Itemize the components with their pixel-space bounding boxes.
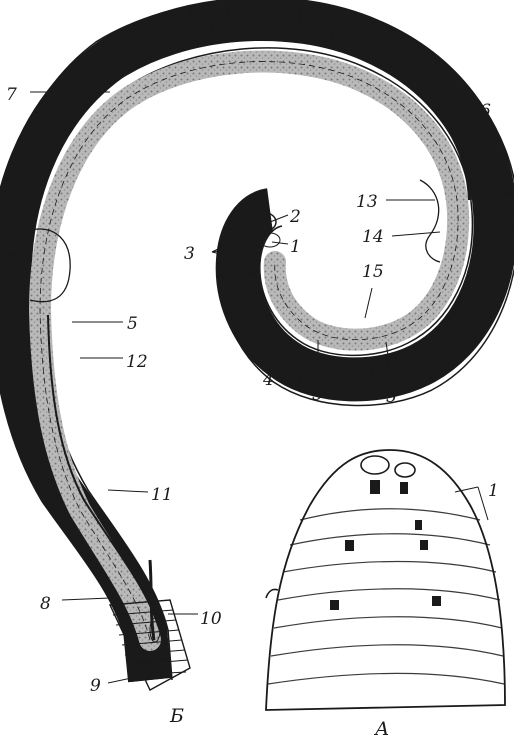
label-13: 13	[356, 192, 378, 212]
label-5-mid: 5	[312, 385, 323, 405]
figure-labels: 7 6 3 13 14 15 2 1 3 4 5 5 5 12 11 8 10 …	[6, 27, 499, 740]
dorsal-vessel	[149, 32, 472, 201]
ventral-nerve-cord	[47, 314, 159, 626]
head-closeup-bristle	[265, 588, 279, 599]
label-5-left: 5	[127, 314, 138, 334]
label-2: 2	[289, 207, 301, 227]
label-11: 11	[151, 485, 173, 505]
label-9: 9	[90, 676, 101, 696]
label-1-panel-a: 1	[488, 481, 499, 501]
label-6: 6	[480, 101, 491, 121]
head-closeup-panel-a	[265, 449, 506, 711]
label-7: 7	[6, 85, 17, 105]
label-3-head: 3	[184, 244, 195, 264]
panel-label-b: Б	[169, 705, 184, 727]
worm-gut	[28, 50, 470, 651]
label-12: 12	[126, 352, 148, 372]
label-10: 10	[200, 609, 222, 629]
nephridium-loop-2	[419, 179, 441, 263]
label-3-top: 3	[282, 27, 293, 47]
label-4: 4	[262, 370, 274, 390]
label-1-head: 1	[290, 237, 301, 257]
worm-body-outline-outer	[0, 0, 514, 676]
head-closeup-rings	[267, 508, 505, 685]
head-closeup-shape	[265, 449, 506, 711]
panel-label-a: А	[373, 718, 389, 740]
head-closeup-eyes	[330, 455, 441, 610]
nephridium-loop	[29, 228, 71, 303]
worm-head	[243, 211, 281, 248]
leader-lines	[30, 91, 489, 684]
worm-body-panel-b	[0, 0, 514, 691]
label-15: 15	[362, 262, 384, 282]
label-8: 8	[40, 594, 51, 614]
label-5-right: 5	[386, 387, 397, 407]
label-14: 14	[362, 227, 384, 247]
worm-tail	[108, 559, 191, 691]
